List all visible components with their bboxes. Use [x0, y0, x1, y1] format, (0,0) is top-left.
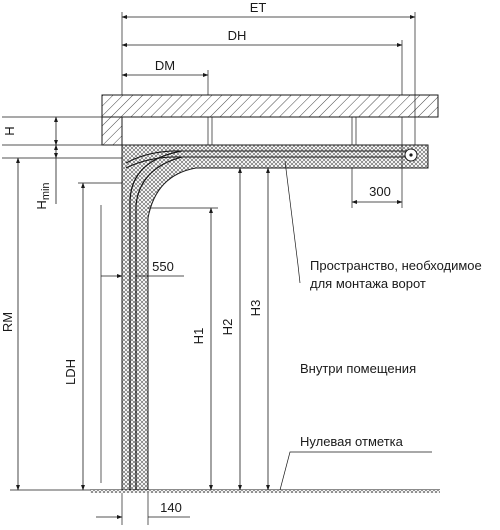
ceiling-slab	[101, 94, 439, 118]
annotation-space-line2: для монтажа ворот	[310, 276, 426, 291]
label-h1: H1	[191, 328, 206, 345]
vertical-track	[129, 150, 183, 490]
label-dm: DM	[155, 58, 175, 73]
dimension-140: 140	[96, 493, 190, 525]
annotation-zero-mark: Нулевая отметка	[279, 434, 432, 491]
dimension-h-min: Hmin	[2, 144, 122, 210]
annotation-installation-space: Пространство, необходимое для монтажа во…	[284, 160, 482, 291]
label-dh: DH	[228, 28, 247, 43]
lintel-wall	[101, 116, 123, 146]
label-h2: H2	[220, 319, 235, 336]
annotation-space-line1: Пространство, необходимое	[310, 258, 482, 273]
ceiling-hangers	[207, 117, 403, 145]
dimension-h2: H2	[220, 167, 242, 491]
label-h-min-subscript: min	[40, 182, 52, 200]
dimension-dm: DM	[121, 58, 209, 95]
dimension-h1: H1	[148, 207, 218, 491]
label-et: ET	[250, 0, 267, 15]
dimension-ldh: LDH	[63, 182, 122, 491]
label-550: 550	[152, 259, 174, 274]
dimension-300: 300	[351, 145, 403, 208]
annotation-inside: Внутри помещения	[300, 361, 416, 376]
pulley-icon	[404, 148, 418, 162]
svg-text:Hmin: Hmin	[34, 182, 52, 209]
label-rm: RM	[0, 312, 15, 332]
dimension-h3: H3	[248, 167, 270, 491]
label-h3: H3	[248, 300, 263, 317]
installation-space-area	[121, 144, 429, 491]
label-h-min: H	[34, 200, 49, 209]
dimension-h: H	[2, 116, 122, 146]
dimension-550: 550	[100, 205, 184, 483]
floor-line	[90, 489, 440, 493]
label-h: H	[2, 126, 17, 135]
dimension-dh: DH	[121, 28, 403, 95]
label-140: 140	[160, 500, 182, 515]
label-ldh: LDH	[63, 359, 78, 385]
label-300: 300	[369, 184, 391, 199]
dimension-rm: RM	[0, 157, 90, 491]
annotation-zero-mark-label: Нулевая отметка	[300, 434, 404, 449]
dimension-et: ET	[121, 0, 416, 145]
